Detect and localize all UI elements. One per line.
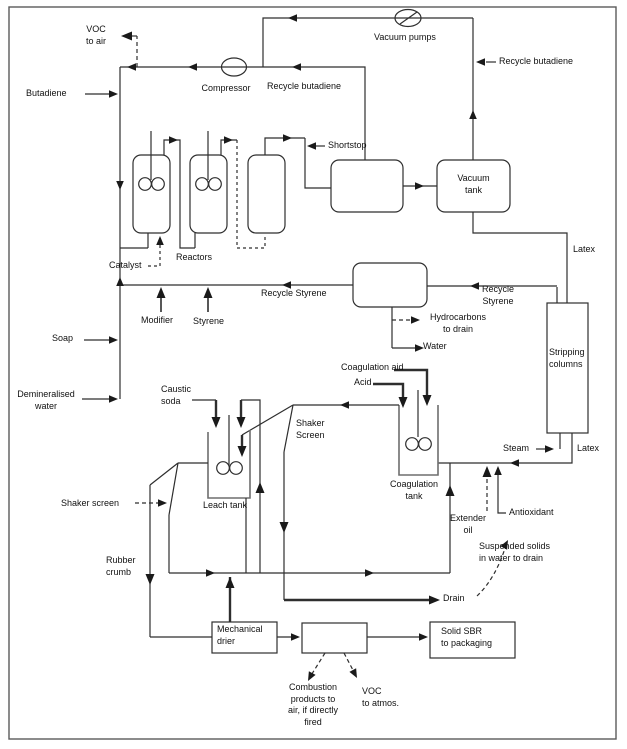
- arrowheads: [109, 14, 554, 681]
- agitator-icon: [208, 177, 222, 191]
- serum-header: [169, 463, 507, 602]
- agitator-icon: [216, 461, 230, 475]
- label-demineralised-water: Demineralised water: [17, 389, 75, 411]
- label-vacuum-pumps: Vacuum pumps: [374, 32, 436, 42]
- label-suspended-solids: Suspended solids in water to drain: [479, 541, 551, 563]
- stripping-columns: [438, 302, 589, 464]
- label-shaker-screen-right: Shaker Screen: [296, 418, 325, 440]
- vacuum-tank: [436, 159, 568, 303]
- label-reactors: Reactors: [176, 252, 213, 262]
- reactor-3: [247, 154, 286, 234]
- voc-vent-line: [128, 35, 138, 67]
- label-shaker-screen-left: Shaker screen: [61, 498, 120, 508]
- label-mechanical-drier: Mechanical drier: [217, 624, 263, 646]
- agitator-icon: [405, 437, 419, 451]
- label-combustion-products: Combustion products to air, if directly …: [287, 682, 338, 727]
- final-drier-box: [301, 622, 368, 654]
- shaker-screen-1: [135, 462, 208, 637]
- compressor-icon: [220, 57, 248, 77]
- label-recycle-styrene-mid: Recycle Styrene: [261, 288, 327, 298]
- label-voc-to-atmos: VOC to atmos.: [362, 686, 400, 708]
- vacuum-pump-circuit: [262, 8, 496, 160]
- page-border: [8, 6, 617, 740]
- label-caustic-soda: Caustic soda: [161, 384, 192, 406]
- label-voc-to-air: VOC to air: [85, 24, 106, 46]
- label-modifier: Modifier: [141, 315, 174, 325]
- agitator-icon: [195, 177, 209, 191]
- agitator-icon: [418, 437, 432, 451]
- label-leach-tank: Leach tank: [203, 500, 248, 510]
- label-compressor: Compressor: [201, 83, 251, 93]
- agitator-icon: [229, 461, 243, 475]
- agitator-icon: [151, 177, 165, 191]
- solid-sbr-box: [429, 621, 516, 659]
- label-rubber-crumb: Rubber crumb: [106, 555, 136, 577]
- label-latex-bottom: Latex: [577, 443, 600, 453]
- label-extender-oil: Extender oil: [449, 513, 487, 535]
- label-recycle-styrene-right: Recycle Styrene: [481, 284, 514, 306]
- label-drain: Drain: [443, 593, 465, 603]
- label-hydrocarbons-to-drain: Hydrocarbons to drain: [429, 312, 487, 334]
- label-latex-top: Latex: [573, 244, 596, 254]
- label-coagulation-aid: Coagulation aid: [341, 362, 404, 372]
- agitator-icon: [138, 177, 152, 191]
- reactor-transfer-lines: [148, 137, 331, 267]
- label-water: Water: [423, 341, 447, 351]
- label-solid-sbr: Solid SBR to packaging: [441, 626, 493, 648]
- label-shortstop: Shortstop: [328, 140, 367, 150]
- label-recycle-butadiene-top: Recycle butadiene: [267, 81, 342, 91]
- label-catalyst: Catalyst: [109, 260, 142, 270]
- label-vacuum-tank: Vacuum tank: [457, 173, 490, 195]
- label-styrene: Styrene: [193, 316, 225, 326]
- label-antioxidant: Antioxidant: [509, 507, 554, 517]
- label-recycle-butadiene-right: Recycle butadiene: [499, 56, 574, 66]
- reactor-2: [189, 131, 228, 234]
- compressor-recycle-line: [120, 57, 366, 160]
- label-acid: Acid: [354, 377, 372, 387]
- label-stripping-columns: Stripping columns: [549, 347, 585, 369]
- label-coagulation-tank: Coagulation tank: [389, 479, 439, 501]
- label-butadiene: Butadiene: [26, 88, 67, 98]
- label-soap: Soap: [52, 333, 74, 343]
- main-feed-line: [82, 67, 149, 400]
- reactor-1: [132, 131, 171, 234]
- recycle-styrene-tank: [352, 262, 558, 349]
- vacuum-pump-icon: [394, 8, 422, 28]
- label-steam: Steam: [503, 443, 530, 453]
